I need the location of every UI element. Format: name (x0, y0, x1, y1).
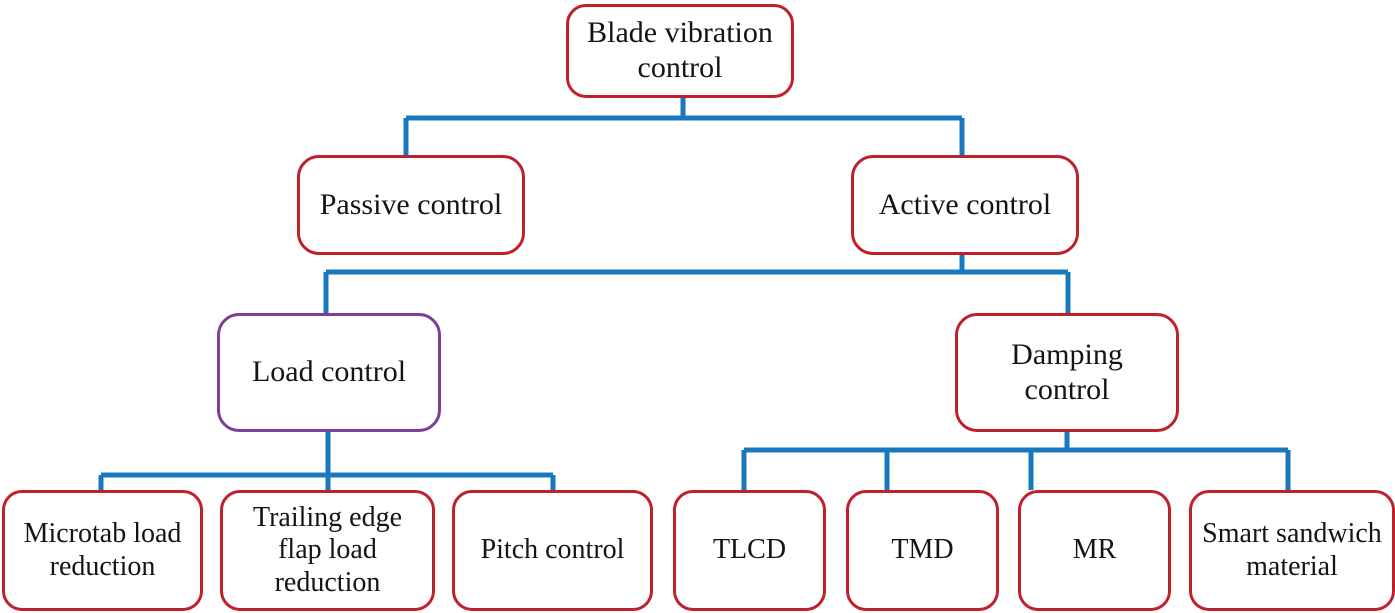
node-label: Damping control (1011, 337, 1123, 406)
node-mr[interactable]: MR (1018, 490, 1171, 611)
node-label: Active control (878, 187, 1052, 221)
node-label: Load control (251, 355, 407, 389)
node-label: Pitch control (480, 534, 625, 566)
node-smart-sandwich-material[interactable]: Smart sandwich material (1189, 490, 1395, 611)
node-label: Microtab load reduction (23, 518, 182, 582)
node-active-control[interactable]: Active control (851, 155, 1079, 255)
node-tlcd[interactable]: TLCD (673, 490, 826, 611)
node-label: Blade vibration control (587, 16, 773, 84)
node-pitch-control[interactable]: Pitch control (452, 490, 653, 611)
node-tmd[interactable]: TMD (846, 490, 999, 611)
node-label: Smart sandwich material (1202, 518, 1382, 582)
node-microtab-load-reduction[interactable]: Microtab load reduction (2, 490, 203, 611)
node-label: MR (1072, 534, 1117, 566)
node-damping-control[interactable]: Damping control (955, 313, 1179, 432)
node-label: Trailing edge flap load reduction (252, 501, 403, 598)
node-load-control[interactable]: Load control (217, 313, 441, 432)
node-trailing-edge-flap-load-reduction[interactable]: Trailing edge flap load reduction (220, 490, 435, 611)
node-label: TLCD (712, 534, 787, 566)
node-label: TMD (891, 534, 954, 566)
node-blade-vibration-control[interactable]: Blade vibration control (566, 4, 794, 98)
node-passive-control[interactable]: Passive control (297, 155, 525, 255)
node-label: Passive control (319, 187, 503, 221)
